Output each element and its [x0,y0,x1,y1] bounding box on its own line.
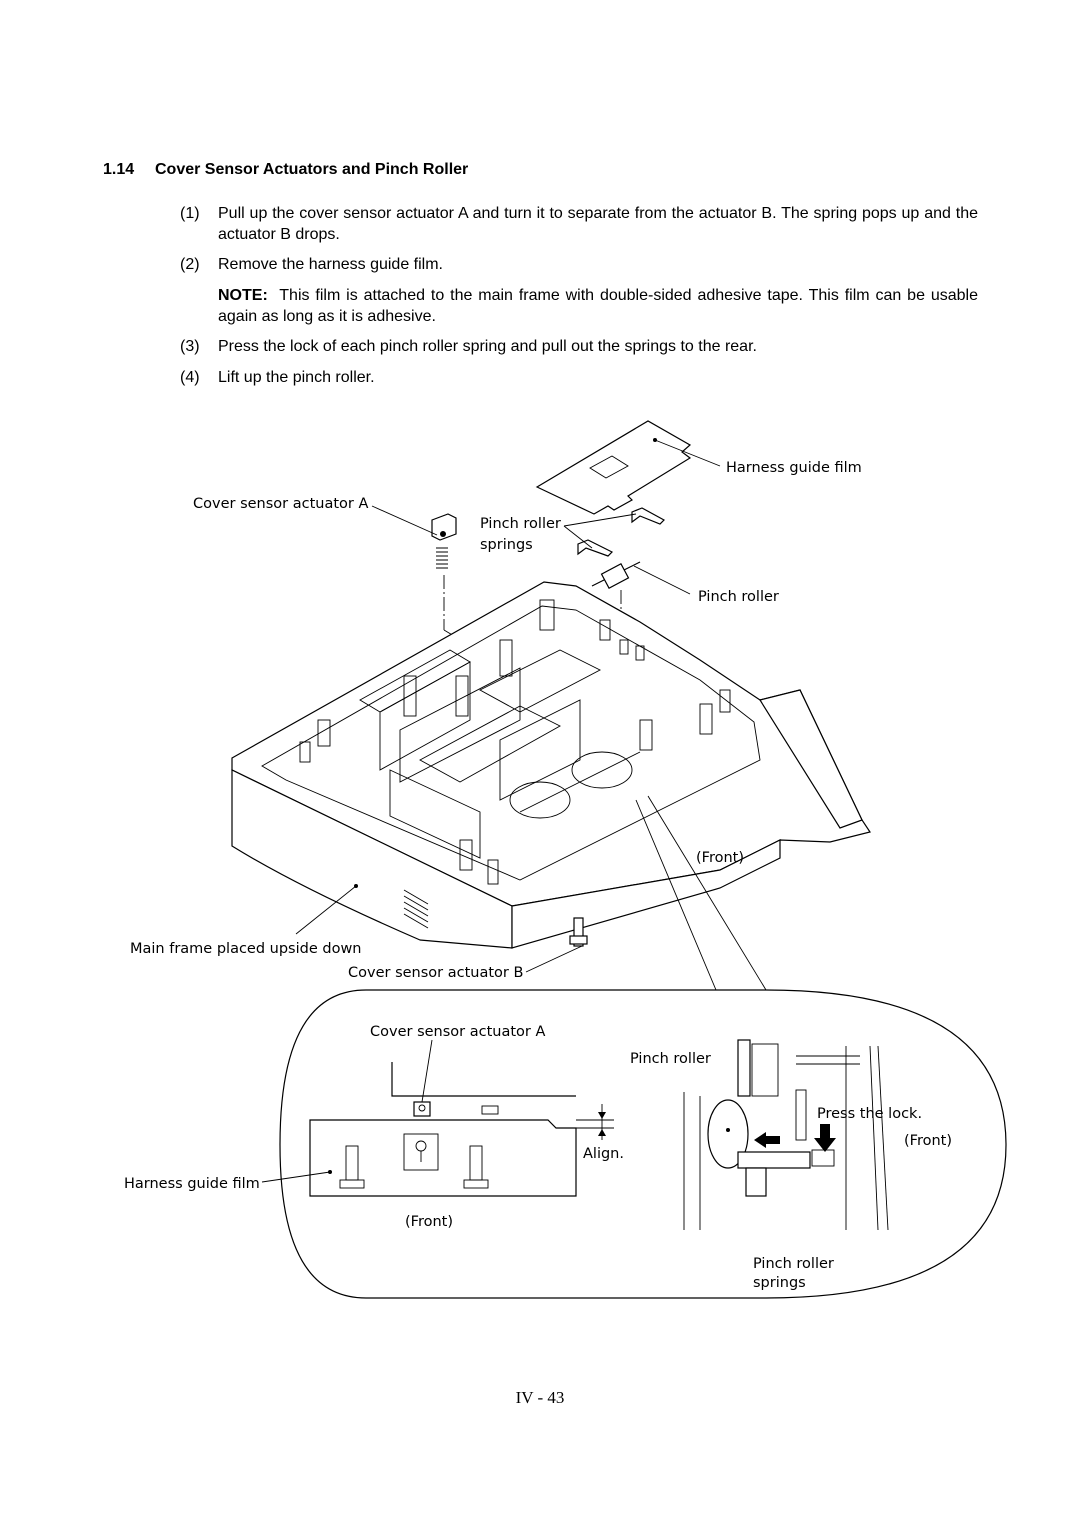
detail-label-front-right: (Front) [904,1133,952,1149]
step-text: Remove the harness guide film. [218,256,443,273]
step-4: (4) Lift up the pinch roller. [180,367,978,388]
detail-bubble [279,989,1007,1299]
detail-label-pinch-roller-springs-1: Pinch roller [753,1256,834,1272]
label-pinch-roller: Pinch roller [698,589,779,605]
note-text: This film is attached to the main frame … [218,287,979,325]
detail-label-harness-guide-film: Harness guide film [124,1176,260,1192]
section-title: Cover Sensor Actuators and Pinch Roller [155,161,469,178]
section-heading: 1.14 Cover Sensor Actuators and Pinch Rol… [103,161,468,179]
pinch-roller-part [591,561,641,590]
cover-sensor-actuator-a-part [431,513,457,569]
step-1: (1) Pull up the cover sensor actuator A … [180,203,978,245]
page-number: IV - 43 [515,1388,565,1407]
label-cover-sensor-actuator-a: Cover sensor actuator A [193,496,368,512]
step-number: (2) [180,256,200,273]
label-cover-sensor-actuator-b: Cover sensor actuator B [348,965,523,981]
detail-label-pinch-roller: Pinch roller [630,1051,711,1067]
main-frame-drawing [231,581,871,949]
detail-label-cover-sensor-actuator-a: Cover sensor actuator A [370,1024,545,1040]
cover-sensor-actuator-b-part [569,917,588,947]
pinch-roller-springs-part [577,507,665,557]
label-pinch-roller-springs-2: springs [480,537,533,553]
label-pinch-roller-springs-1: Pinch roller [480,516,561,532]
detail-label-press-the-lock: Press the lock. [817,1106,922,1122]
step-3: (3) Press the lock of each pinch roller … [180,336,978,357]
harness-guide-film-part [535,420,692,515]
step-text: Press the lock of each pinch roller spri… [218,338,757,355]
detail-label-pinch-roller-springs-2: springs [753,1275,806,1291]
detail-label-align: Align. [583,1146,624,1162]
label-front: (Front) [696,850,744,866]
step-text: Lift up the pinch roller. [218,369,375,386]
label-main-frame: Main frame placed upside down [130,941,362,957]
note-label: NOTE: [218,287,268,304]
label-harness-guide-film: Harness guide film [726,460,862,476]
step-text: Pull up the cover sensor actuator A and … [218,205,978,243]
detail-label-front-bottom: (Front) [405,1214,453,1230]
step-number: (1) [180,205,200,222]
detail-pinch-roller-lock [683,1039,889,1231]
step-number: (4) [180,369,200,386]
step-number: (3) [180,338,200,355]
note-block: NOTE: This film is attached to the main … [218,285,978,327]
detail-harness-alignment [309,1062,614,1197]
step-2: (2) Remove the harness guide film. [180,254,978,275]
section-number: 1.14 [103,161,135,178]
